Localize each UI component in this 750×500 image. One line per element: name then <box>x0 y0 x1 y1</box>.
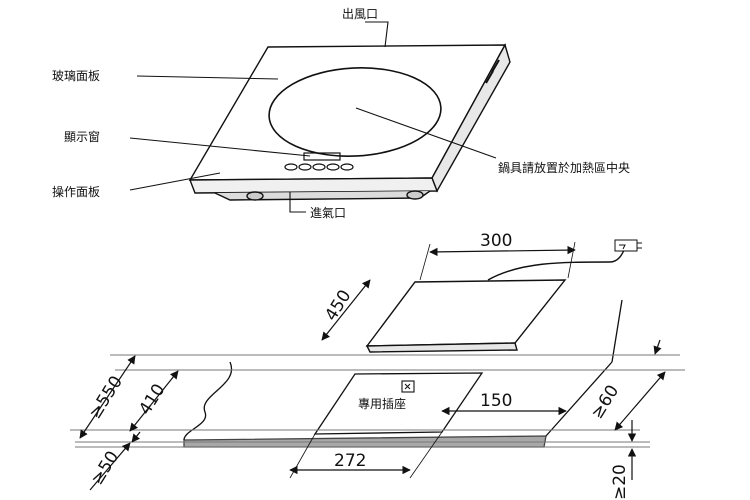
dim-socket-offset: 150 <box>480 391 512 411</box>
dim-front-clearance: ≥50 <box>87 448 123 489</box>
reference-lines <box>70 354 685 448</box>
cooktop-top-view <box>365 247 626 353</box>
cooktop-perspective <box>188 43 511 201</box>
intake-vent-label: 進氣口 <box>310 206 346 220</box>
dedicated-socket: 專用插座 <box>358 380 415 411</box>
dim-back-clearance: ≥60 <box>587 382 623 423</box>
top-leader-lines <box>129 21 497 213</box>
countertop <box>183 299 623 448</box>
dim-cutout-width: 272 <box>334 451 366 471</box>
dedicated-socket-label: 專用插座 <box>358 396 406 411</box>
dim-cooktop-depth: 450 <box>321 287 355 325</box>
dim-cooktop-width: 300 <box>480 231 512 251</box>
glass-panel-label: 玻璃面板 <box>52 69 100 83</box>
dim-vertical-clearance: ≥20 <box>610 464 630 500</box>
cookware-placement-label: 鍋具請放置於加熱區中央 <box>498 160 630 175</box>
dim-counter-depth: ≥550 <box>85 372 127 422</box>
heating-zone <box>268 67 442 157</box>
cooktop-front-edge <box>188 177 439 194</box>
dim-cutout-depth: 410 <box>135 381 169 419</box>
outlet-vent-label: 出風口 <box>342 7 378 21</box>
control-buttons <box>284 163 354 171</box>
power-plug-icon <box>614 239 642 252</box>
glass-panel-shape <box>188 44 507 181</box>
control-panel-label: 操作面板 <box>52 184 100 199</box>
display-window-shape <box>303 152 341 161</box>
display-window-label: 顯示窗 <box>64 130 100 144</box>
dimension-lines <box>79 241 666 491</box>
cooktop-base <box>214 190 431 201</box>
